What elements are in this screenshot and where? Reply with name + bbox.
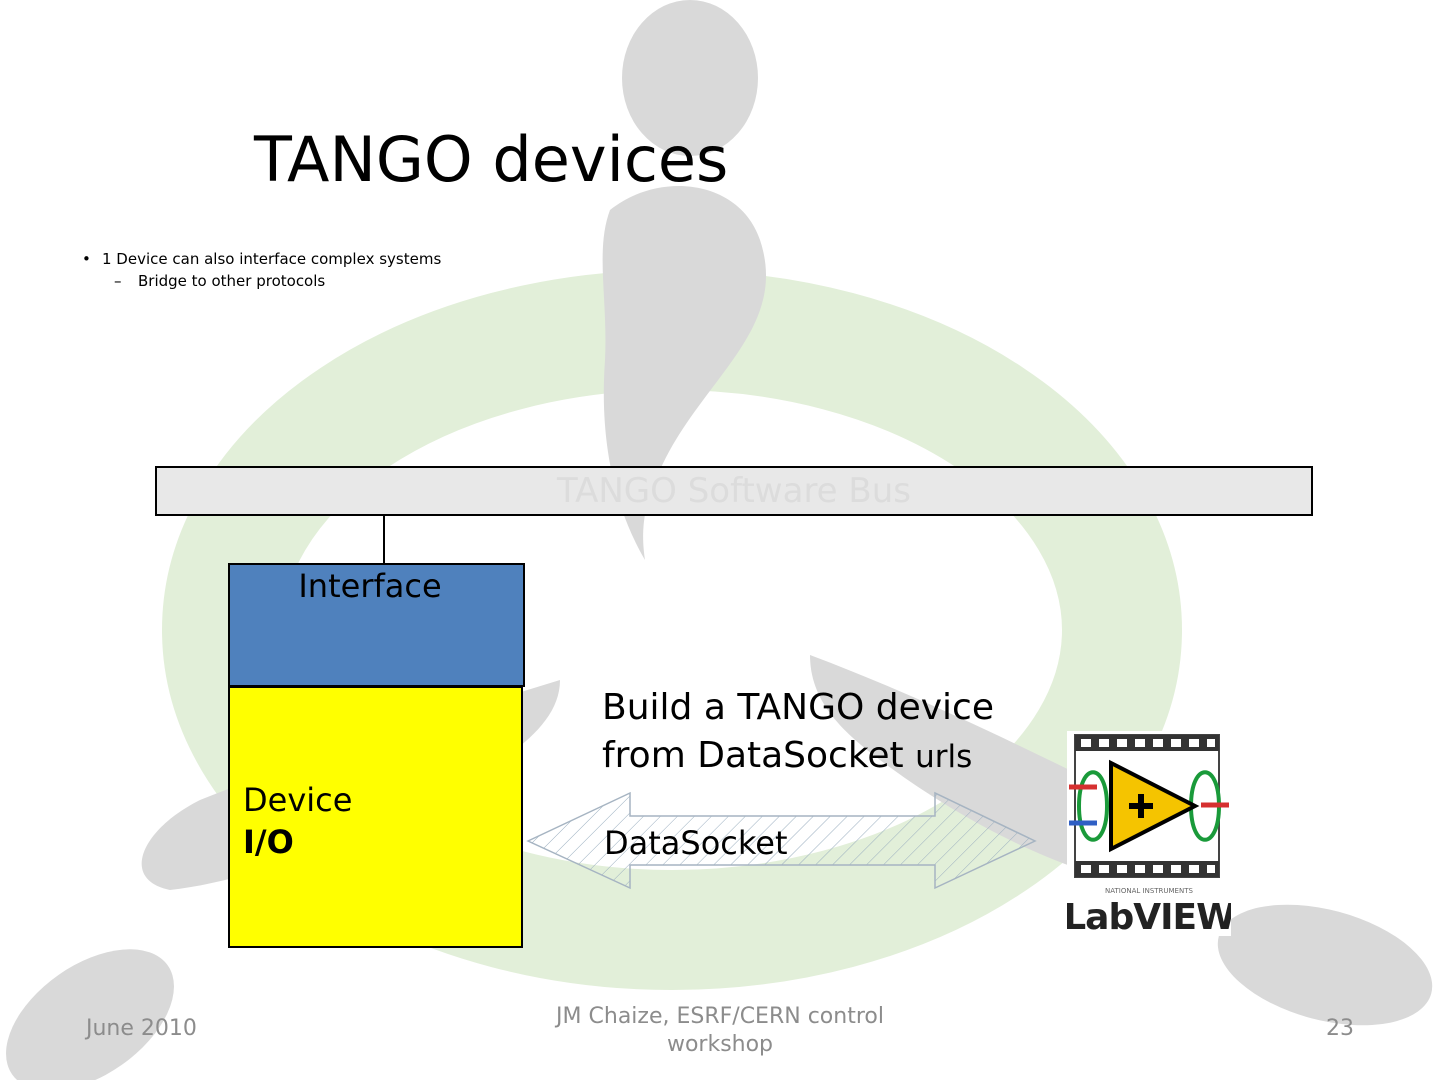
bullet-mark: • (82, 250, 91, 268)
footer-author: JM Chaize, ESRF/CERN control workshop (556, 1004, 884, 1057)
watermark-right-foot (1217, 904, 1433, 1026)
build-line-2-main: from DataSocket (602, 735, 904, 776)
double-arrow-shape (526, 791, 1037, 890)
sub-bullet-mark: – (114, 272, 122, 290)
tango-software-bus: TANGO Software Bus (155, 466, 1313, 516)
build-line-1: Build a TANGO device (602, 687, 994, 728)
build-line-2: from DataSocket urls (602, 732, 994, 781)
sub-bullet-text: Bridge to other protocols (138, 272, 326, 290)
slide-title: TANGO devices (254, 123, 729, 196)
bullet-item: • 1 Device can also interface complex sys… (82, 250, 441, 268)
build-line-2-urls: urls (915, 739, 973, 775)
sub-bullet-item: –Bridge to other protocols (114, 272, 325, 290)
watermark-left-foot (6, 949, 174, 1080)
labview-logo: NATIONAL INSTRUMENTS LabVIEW (1067, 731, 1231, 936)
logo-text: LabVIEW (1067, 897, 1231, 936)
bullet-text: 1 Device can also interface complex syst… (102, 250, 442, 268)
datasocket-label: DataSocket (604, 824, 788, 862)
bus-label: TANGO Software Bus (556, 471, 911, 511)
bus-connector-line (383, 516, 385, 564)
device-io-box: Device I/O (228, 686, 523, 948)
io-label: I/O (243, 822, 294, 861)
wave-left (1076, 770, 1110, 842)
device-label: Device (243, 781, 353, 819)
page-number: 23 (1326, 1016, 1354, 1041)
interface-box: Interface (228, 563, 525, 687)
build-device-caption: Build a TANGO device from DataSocket url… (602, 684, 994, 781)
device-io-label: Device I/O (243, 780, 352, 863)
interface-label: Interface (298, 567, 442, 605)
watermark-head (622, 0, 758, 156)
logo-small-text: NATIONAL INSTRUMENTS (1105, 887, 1193, 895)
footer-date: June 2010 (86, 1016, 197, 1041)
